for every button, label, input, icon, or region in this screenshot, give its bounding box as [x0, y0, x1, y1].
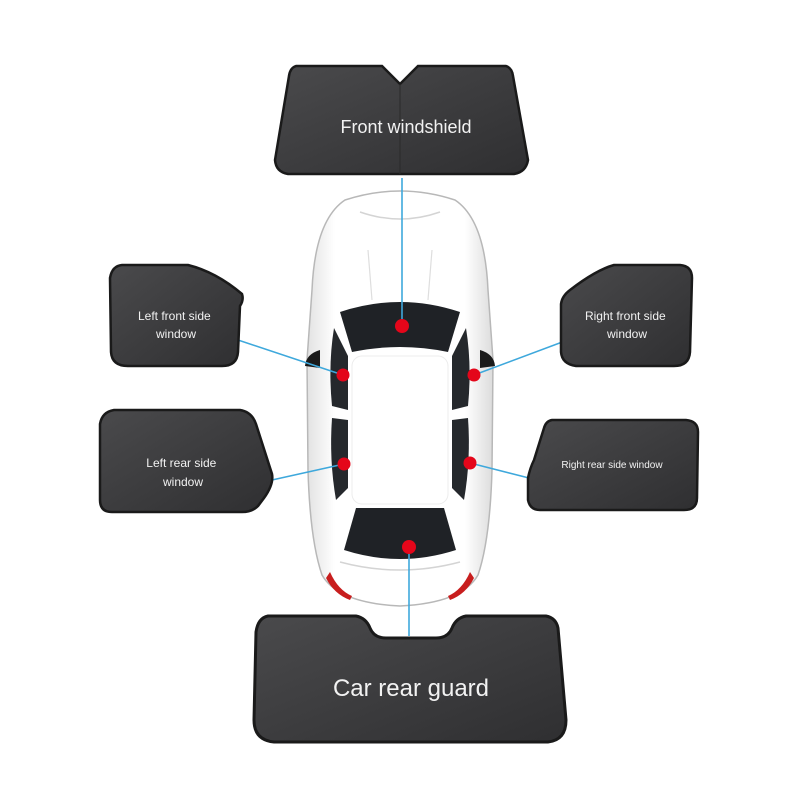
connector-left-rear-side — [271, 463, 345, 481]
connector-right-front-side — [473, 337, 574, 376]
connector-left-front-side — [231, 337, 344, 376]
front-windshield-label: Front windshield — [340, 117, 471, 137]
red-dot-marker-icon — [463, 456, 477, 470]
front-windshield-shade: Front windshield — [273, 64, 530, 176]
right-front-side-window-label: Right front side window — [585, 309, 669, 341]
red-dot-marker-icon — [337, 457, 351, 471]
red-dot-marker-icon — [336, 368, 350, 382]
red-dot-marker-icon — [467, 368, 481, 382]
car-rear-guard-shade: Car rear guard — [252, 614, 568, 744]
connector-right-rear-side — [469, 462, 530, 479]
left-front-side-window-shade: Left front side window — [108, 263, 244, 368]
car-rear-guard-label: Car rear guard — [333, 675, 489, 702]
car-top-view-icon — [305, 190, 495, 607]
right-rear-side-window-shade: Right rear side window — [526, 418, 700, 512]
left-rear-side-window-shade: Left rear side window — [98, 408, 274, 514]
red-dot-marker-icon — [395, 319, 409, 333]
red-dot-marker-icon — [402, 540, 416, 554]
markers — [336, 319, 481, 554]
connector-lines — [231, 178, 574, 636]
left-rear-side-window-label: Left rear side window — [146, 456, 219, 489]
right-front-side-window-shade: Right front side window — [559, 263, 694, 368]
right-rear-side-window-label: Right rear side window — [561, 460, 663, 471]
left-front-side-window-label: Left front side window — [138, 309, 214, 341]
